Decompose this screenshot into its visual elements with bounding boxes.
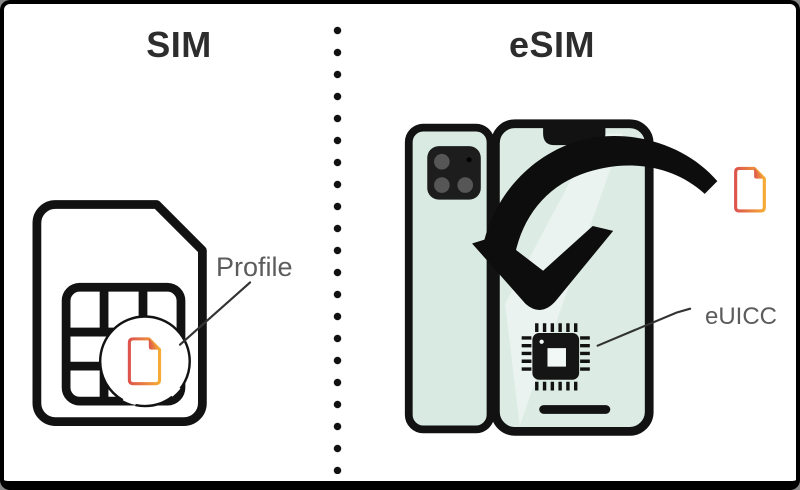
sim-card-icon bbox=[32, 200, 207, 426]
euicc-chip-icon bbox=[521, 323, 590, 391]
camera-lens bbox=[434, 153, 450, 170]
profile-label: Profile bbox=[216, 252, 293, 282]
camera-module-icon bbox=[427, 146, 481, 200]
document-icon bbox=[127, 337, 162, 386]
diagram-artwork bbox=[32, 119, 766, 436]
phone-back-icon bbox=[404, 123, 495, 434]
euicc-pointer-line bbox=[596, 307, 692, 347]
esim-title: eSIM bbox=[508, 24, 596, 65]
profile-pointer-line bbox=[178, 281, 252, 346]
camera-flash-dot bbox=[466, 157, 472, 163]
curved-download-arrow-icon bbox=[472, 135, 718, 310]
home-indicator bbox=[539, 405, 611, 414]
euicc-label: eUICC bbox=[705, 303, 778, 330]
sim-title: SIM bbox=[146, 24, 212, 65]
dotted-divider bbox=[333, 26, 342, 474]
camera-lens bbox=[457, 177, 474, 193]
document-icon bbox=[734, 166, 766, 213]
camera-lens bbox=[434, 177, 450, 193]
